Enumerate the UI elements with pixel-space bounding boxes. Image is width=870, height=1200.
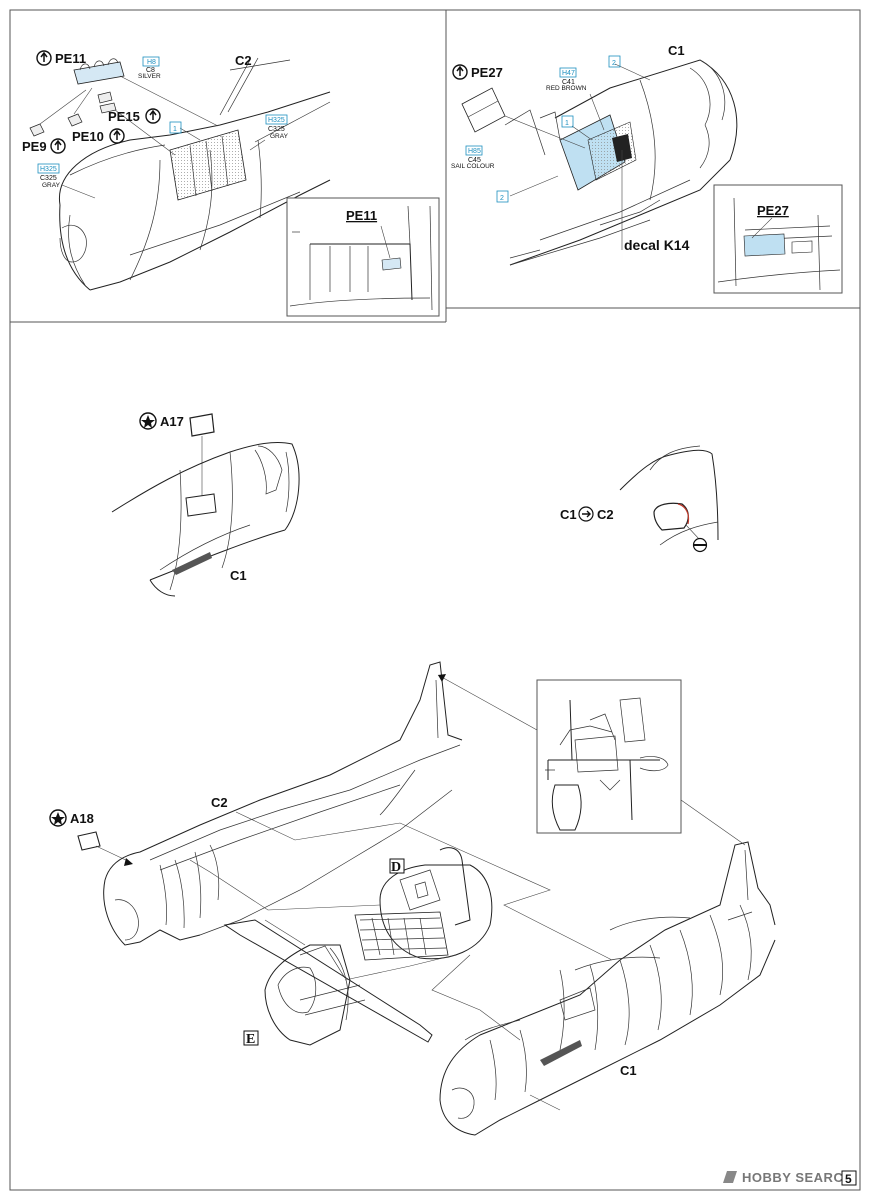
svg-text:C8: C8 bbox=[146, 67, 155, 74]
pe27-part bbox=[461, 87, 506, 133]
svg-text:1: 1 bbox=[173, 126, 177, 133]
svg-text:A18: A18 bbox=[70, 811, 94, 826]
svg-text:PE15: PE15 bbox=[108, 109, 140, 124]
fuselage-c1-nose bbox=[111, 441, 300, 597]
svg-text:PE10: PE10 bbox=[72, 129, 104, 144]
c1-detail-sketch bbox=[619, 449, 719, 541]
page-number-box bbox=[841, 1170, 857, 1186]
paint-callout-sail: H85 C45 SAIL COLOUR bbox=[451, 145, 495, 170]
callout-2-a: 2 bbox=[608, 55, 621, 68]
label-c1-step2: C1 bbox=[230, 568, 247, 583]
watermark: HOBBY SEARCH bbox=[723, 1170, 853, 1185]
callout-2-b: 2 bbox=[496, 190, 509, 203]
callout-1-b: 1 bbox=[561, 115, 574, 128]
assembly-guides-tl bbox=[39, 75, 266, 199]
label-step-e: E bbox=[243, 1030, 259, 1047]
label-pe11: PE11 bbox=[36, 50, 86, 66]
fuselage-half-c1 bbox=[439, 841, 776, 1136]
canopy-glass bbox=[559, 114, 637, 191]
callout-1-a: 1 bbox=[169, 121, 182, 134]
paint-callout-gray-a: H325 C325 GRAY bbox=[265, 114, 289, 140]
svg-text:SILVER: SILVER bbox=[138, 73, 161, 80]
svg-text:H325: H325 bbox=[268, 117, 285, 124]
step-cement-c1-c2: C1 C2 bbox=[560, 445, 719, 553]
svg-text:PE11: PE11 bbox=[346, 208, 377, 223]
svg-text:H8: H8 bbox=[147, 59, 156, 66]
svg-text:PE9: PE9 bbox=[22, 139, 47, 154]
svg-text:C325: C325 bbox=[40, 175, 57, 182]
label-pe10: PE10 bbox=[72, 128, 125, 144]
svg-text:C45: C45 bbox=[468, 157, 481, 164]
label-a18: A18 bbox=[49, 809, 94, 827]
label-c1-top: C1 bbox=[668, 43, 685, 58]
svg-text:HOBBY SEARCH: HOBBY SEARCH bbox=[742, 1170, 853, 1185]
svg-text:H47: H47 bbox=[562, 70, 575, 77]
inset-pe11: PE11 bbox=[286, 197, 440, 317]
svg-text:1: 1 bbox=[565, 120, 569, 127]
pe11-part bbox=[73, 58, 125, 85]
svg-text:GRAY: GRAY bbox=[270, 133, 289, 140]
svg-text:C41: C41 bbox=[562, 79, 575, 86]
svg-text:H325: H325 bbox=[40, 166, 57, 173]
main-assembly: A18 C2 E bbox=[49, 661, 776, 1136]
label-step-d: D bbox=[389, 858, 405, 875]
label-pe15: PE15 bbox=[108, 108, 161, 124]
firewall-assembly-e bbox=[223, 919, 433, 1046]
label-pe9: PE9 bbox=[22, 138, 66, 154]
inset-pe27: PE27 bbox=[713, 184, 843, 294]
svg-text:C2: C2 bbox=[597, 507, 614, 522]
part-a17 bbox=[189, 413, 215, 437]
svg-text:2: 2 bbox=[500, 195, 504, 202]
page-frames bbox=[9, 9, 861, 1191]
svg-text:RED BROWN: RED BROWN bbox=[546, 85, 587, 92]
panel-top-right: PE27 C1 decal K14 H47 C41 RED BROWN H85 … bbox=[451, 43, 843, 294]
svg-text:SAIL COLOUR: SAIL COLOUR bbox=[451, 163, 495, 170]
svg-text:A17: A17 bbox=[160, 414, 184, 429]
svg-text:PE27: PE27 bbox=[757, 203, 789, 218]
footer: HOBBY SEARCH 5 bbox=[723, 1170, 857, 1186]
label-pe27: PE27 bbox=[452, 64, 503, 80]
svg-text:H85: H85 bbox=[468, 148, 481, 155]
svg-text:E: E bbox=[246, 1032, 255, 1047]
paint-callout-gray-b: H325 C325 GRAY bbox=[37, 163, 61, 189]
paint-callout-red-brown: H47 C41 RED BROWN bbox=[546, 67, 587, 92]
fuselage-half-c2 bbox=[103, 661, 463, 946]
svg-text:PE27: PE27 bbox=[471, 65, 503, 80]
cockpit-inset bbox=[536, 679, 682, 834]
svg-text:C325: C325 bbox=[268, 126, 285, 133]
cockpit-assembly-d bbox=[354, 847, 493, 961]
canopy-rail bbox=[504, 109, 561, 156]
label-a17: A17 bbox=[139, 412, 184, 430]
main-assembly-guides bbox=[189, 674, 746, 1111]
svg-text:PE11: PE11 bbox=[55, 51, 86, 66]
paint-callout-silver: H8 C8 SILVER bbox=[138, 56, 161, 80]
small-photoetch-parts bbox=[29, 91, 117, 137]
label-c2-top: C2 bbox=[235, 53, 252, 68]
svg-text:C1: C1 bbox=[560, 507, 577, 522]
cement-symbol bbox=[692, 537, 708, 553]
page-number: 5 bbox=[845, 1172, 852, 1186]
svg-text:GRAY: GRAY bbox=[42, 182, 61, 189]
label-c2-main: C2 bbox=[211, 795, 228, 810]
assembly-guides-tr bbox=[504, 63, 651, 250]
svg-text:2: 2 bbox=[612, 60, 616, 67]
cockpit-side-panel bbox=[169, 129, 247, 201]
label-c1-main: C1 bbox=[620, 1063, 637, 1078]
part-a18 bbox=[77, 831, 101, 851]
step-insert-a17: A17 C1 bbox=[111, 412, 300, 597]
label-decal-k14: decal K14 bbox=[624, 237, 690, 253]
panel-top-left: PE11 C2 PE15 PE10 PE9 H8 C8 SILVER H325 … bbox=[22, 50, 440, 317]
fuselage-c1-sketch bbox=[509, 59, 738, 266]
label-c1-c2-cement: C1 C2 bbox=[560, 506, 614, 522]
svg-text:D: D bbox=[391, 860, 401, 875]
